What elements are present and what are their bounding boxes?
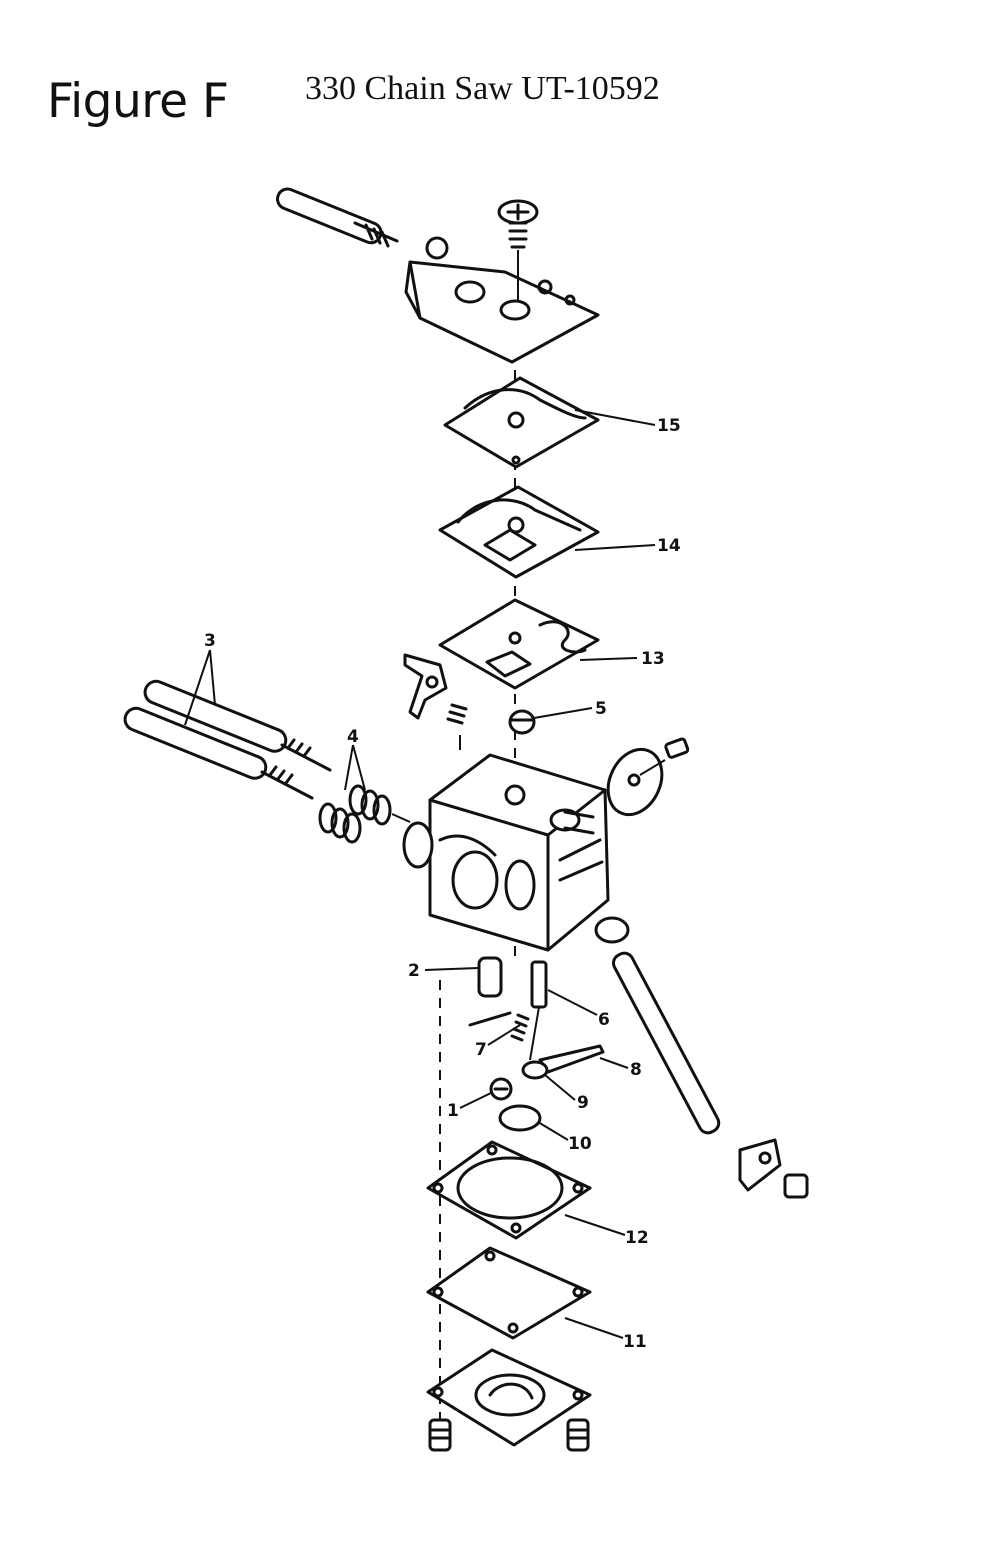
callout-15: 15	[657, 416, 681, 436]
part-10-disc	[498, 1104, 542, 1132]
part-14-plate	[438, 485, 600, 579]
cover-screw	[497, 199, 539, 300]
part-8-lever	[538, 1044, 605, 1074]
callout-1: 1	[447, 1101, 459, 1121]
callout-14: 14	[657, 536, 681, 556]
part-9-pin	[521, 1060, 549, 1080]
callout-3: 3	[204, 631, 216, 651]
callout-5: 5	[595, 699, 607, 719]
callout-7: 7	[475, 1040, 487, 1060]
diagram-title: 330 Chain Saw UT-10592	[305, 70, 660, 107]
top-cover-plate	[276, 187, 600, 364]
callout-12: 12	[625, 1228, 649, 1248]
callout-4: 4	[347, 727, 359, 747]
part-7-spring	[510, 1013, 530, 1042]
part-2-plug	[468, 956, 512, 1027]
part-6-needle	[529, 960, 548, 1061]
throttle-shaft	[594, 916, 809, 1199]
part-4-springs	[318, 784, 411, 844]
throttle-disc	[606, 737, 690, 817]
part-1-screw	[489, 1077, 513, 1101]
inlet-lever	[403, 653, 468, 750]
carburetor-body	[402, 753, 610, 952]
leader-lines	[184, 409, 656, 1339]
callout-13: 13	[641, 649, 665, 669]
callout-10: 10	[568, 1134, 592, 1154]
callout-9: 9	[577, 1093, 589, 1113]
part-11-diaphragm	[426, 1246, 592, 1340]
part-13-diaphragm	[438, 598, 600, 690]
part-15-gasket	[443, 376, 600, 469]
pump-cover	[426, 1348, 592, 1452]
part-5-valve	[508, 709, 536, 735]
part-3-needles	[123, 679, 332, 800]
callout-2: 2	[408, 961, 420, 981]
figure-label: Figure F	[47, 74, 229, 129]
callout-11: 11	[623, 1332, 647, 1352]
callout-6: 6	[598, 1010, 610, 1030]
callout-8: 8	[630, 1060, 642, 1080]
part-12-gasket	[426, 1140, 592, 1240]
